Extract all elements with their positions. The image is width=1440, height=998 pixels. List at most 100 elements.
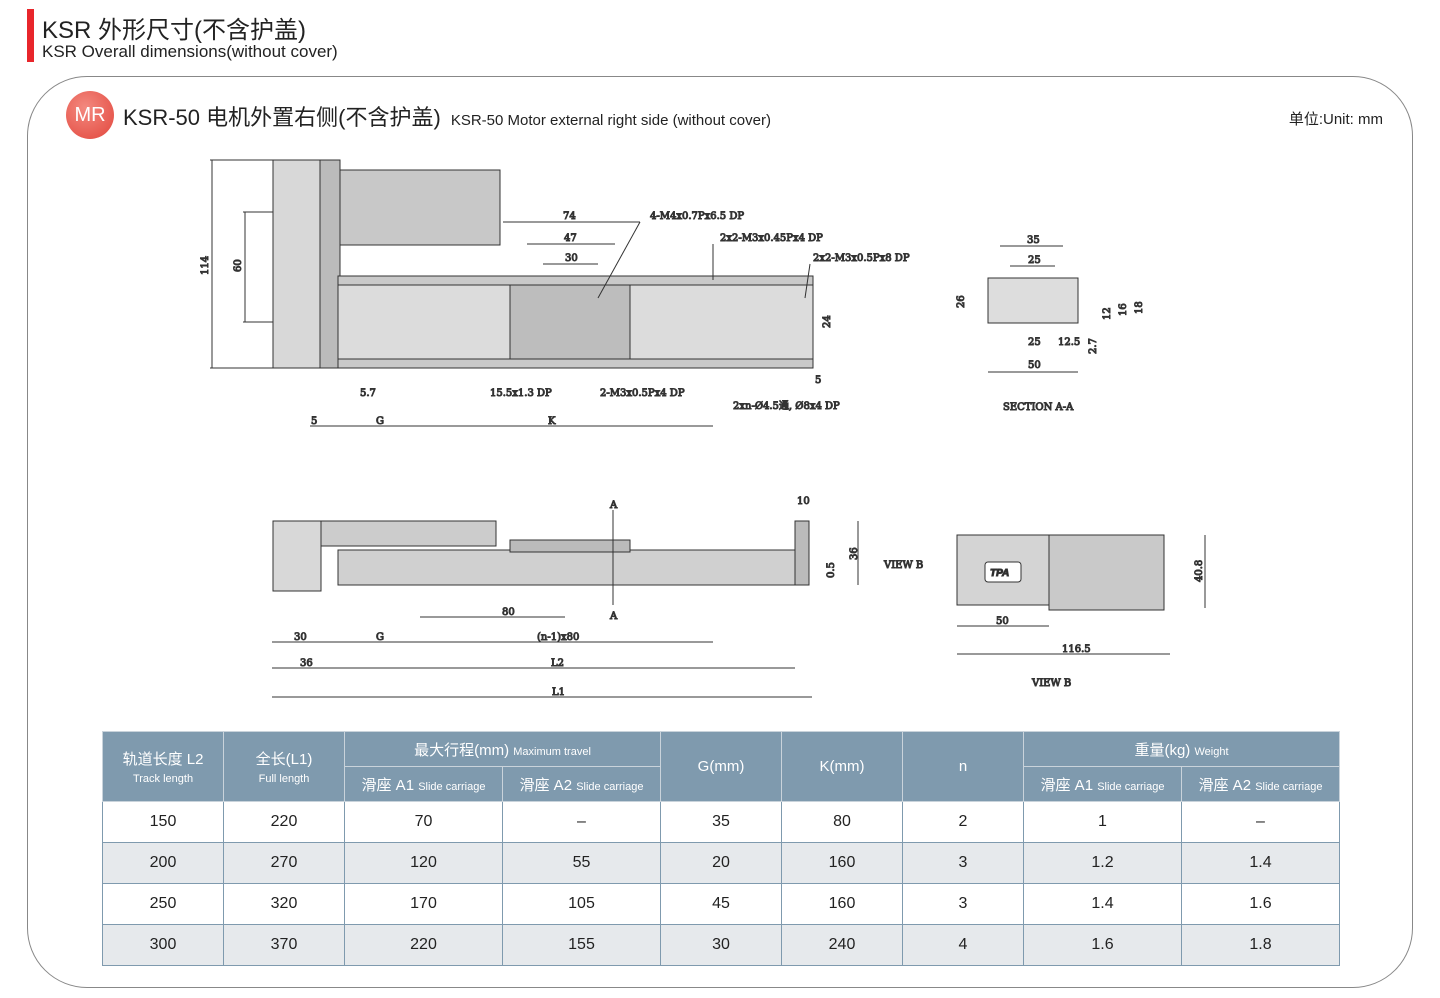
side-dim-36: 36 [849,547,860,560]
side-dim-l1: L1 [552,687,565,698]
viewb-dim-116-5: 116.5 [1062,644,1091,655]
side-dim-30: 30 [294,632,307,643]
note-m3-045: 2x2-M3x0.45Px4 DP [720,233,823,244]
content-frame [27,76,1413,988]
table-cell: 170 [344,883,503,925]
table-cell: 80 [781,801,903,843]
side-view [272,510,859,698]
viewb-dim-40-8: 40.8 [1194,560,1205,582]
section-mark-a-bottom: A [609,611,618,622]
tpa-logo: TPA [990,568,1009,579]
table-cell: 240 [781,924,903,966]
table-cell: 220 [344,924,503,966]
table-cell: 2 [902,801,1024,843]
table-cell: 105 [502,883,661,925]
table-cell: 300 [102,924,224,966]
view-b-drawing [956,534,1206,655]
table-cell: 4 [902,924,1024,966]
sec-dim-25: 25 [1028,255,1041,266]
section-label: SECTION A-A [1003,402,1074,413]
table-cell: – [502,801,661,843]
dim-5-left: 5 [311,416,317,427]
col-weight-a1: 滑座 A1 Slide carriage [1023,766,1182,802]
note-m4: 4-M4x0.7Px6.5 DP [650,211,744,222]
dim-5-right: 5 [815,375,821,386]
table-cell: – [1181,801,1340,843]
col-travel-a2: 滑座 A2 Slide carriage [502,766,661,802]
table-cell: 1.6 [1023,924,1182,966]
table-cell: 270 [223,842,345,884]
side-dim-l2: L2 [551,658,564,669]
col-max-travel: 最大行程(mm) Maximum travel [344,731,661,767]
col-weight: 重量(kg) Weight [1023,731,1340,767]
sec-dim-50: 50 [1028,360,1041,371]
table-cell: 200 [102,842,224,884]
dim-24: 24 [822,315,833,328]
sec-dim-35: 35 [1027,235,1040,246]
table-cell: 3 [902,842,1024,884]
table-cell: 70 [344,801,503,843]
dim-30: 30 [565,253,578,264]
sec-dim-25b: 25 [1028,337,1041,348]
page-subtitle: KSR Overall dimensions(without cover) [42,42,338,61]
dim-k: K [548,416,556,427]
col-weight-a2: 滑座 A2 Slide carriage [1181,766,1340,802]
col-g: G(mm) [660,731,782,802]
view-b-arrow-label: VIEW B [883,560,923,571]
table-cell: 120 [344,842,503,884]
note-m3-4: 2-M3x0.5Px4 DP [600,388,685,399]
table-cell: 1.2 [1023,842,1182,884]
dim-74: 74 [563,211,576,222]
viewb-dim-50: 50 [996,616,1009,627]
table-cell: 3 [902,883,1024,925]
dim-47: 47 [564,233,577,244]
sec-dim-18: 18 [1134,301,1145,314]
table-cell: 35 [660,801,782,843]
table-cell: 30 [660,924,782,966]
section-title-en: KSR-50 Motor external right side (withou… [450,112,771,129]
col-n: n [902,731,1024,802]
side-dim-80: 80 [502,607,515,618]
side-dim-36b: 36 [300,658,313,669]
side-dim-n80: (n-1)x80 [537,632,579,643]
unit-label: 单位:Unit: mm [1288,111,1383,128]
technical-drawing: 74 47 30 4-M4x0.7Px6.5 DP 2x2-M3x0.45Px4… [200,159,1206,699]
dim-5-7: 5.7 [360,388,376,399]
sec-dim-12: 12 [1102,307,1113,320]
section-title-cn: KSR-50 电机外置右侧(不含护盖) [123,105,441,130]
table-cell: 1.4 [1023,883,1182,925]
table-cell: 160 [781,883,903,925]
table-cell: 150 [102,801,224,843]
col-travel-a1: 滑座 A1 Slide carriage [344,766,503,802]
note-m3-05: 2x2-M3x0.5Px8 DP [813,253,910,264]
sec-dim-26: 26 [956,295,967,308]
side-dim-10: 10 [797,496,810,507]
table-cell: 55 [502,842,661,884]
viewb-label: VIEW B [1031,678,1071,689]
table-cell: 160 [781,842,903,884]
section-a-a-view [987,245,1079,373]
table-cell: 20 [660,842,782,884]
sec-dim-12-5: 12.5 [1058,337,1080,348]
dim-114: 114 [200,256,211,275]
side-dim-0-5: 0.5 [826,562,837,578]
table-cell: 45 [660,883,782,925]
dim-60: 60 [233,259,244,272]
table-cell: 155 [502,924,661,966]
side-dim-g: G [376,632,384,643]
section-mark-a-top: A [609,500,618,511]
note-holes: 2xn-Ø4.5通, Ø8x4 DP [733,400,840,412]
table-cell: 320 [223,883,345,925]
table-cell: 370 [223,924,345,966]
top-view [210,159,814,427]
table-cell: 220 [223,801,345,843]
table-cell: 1.8 [1181,924,1340,966]
note-15-5: 15.5x1.3 DP [490,388,552,399]
page-title: KSR 外形尺寸(不含护盖) [42,17,306,44]
